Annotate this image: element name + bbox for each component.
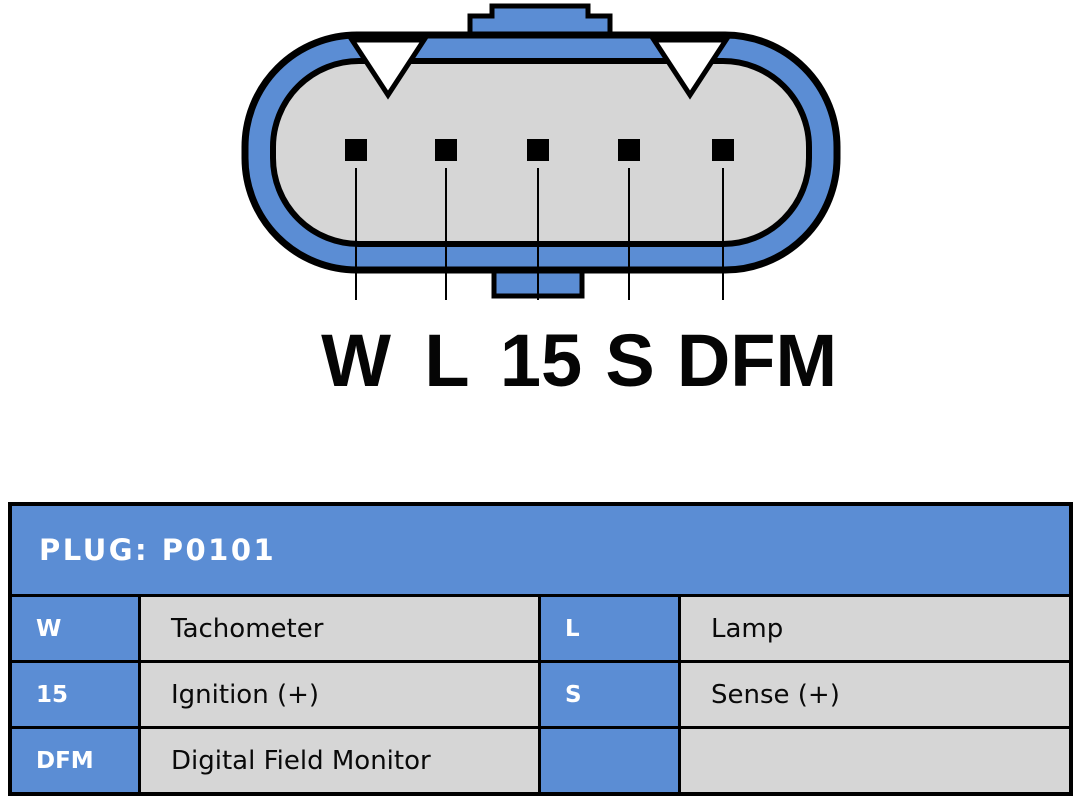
- pin-description-cell: Ignition (+): [141, 663, 538, 726]
- plug-title: PLUG: P0101: [12, 506, 1069, 594]
- pin-label-l: L: [424, 319, 470, 402]
- pin-cell: W: [12, 597, 138, 660]
- pin-label-s: S: [605, 319, 655, 402]
- pin-description-cell: Sense (+): [681, 663, 1069, 726]
- pin-description-cell: Digital Field Monitor: [141, 729, 538, 792]
- pin-label-dfm: DFM: [676, 319, 838, 402]
- pin-cell: [541, 729, 678, 792]
- pin-cell: DFM: [12, 729, 138, 792]
- pin-cell: 15: [12, 663, 138, 726]
- keying-notch-left: [347, 37, 429, 100]
- pin-contact-4: [618, 139, 640, 161]
- pin-description-cell: [681, 729, 1069, 792]
- pinout-table: PLUG: P0101 W Tachometer L Lamp 15 Ignit…: [8, 502, 1073, 796]
- pin-contact-3: [527, 139, 549, 161]
- connector-diagram: [241, 3, 841, 300]
- pin-contact-1: [345, 139, 367, 161]
- keying-notch-right: [649, 37, 731, 100]
- pin-label-w: W: [321, 319, 391, 402]
- pin-cell: S: [541, 663, 678, 726]
- pin-cell: L: [541, 597, 678, 660]
- pin-description-cell: Tachometer: [141, 597, 538, 660]
- pin-contact-2: [435, 139, 457, 161]
- pin-description-cell: Lamp: [681, 597, 1069, 660]
- pin-contact-5: [712, 139, 734, 161]
- pin-labels: W L 15 S DFM: [0, 322, 1081, 412]
- pin-label-15: 15: [499, 319, 583, 402]
